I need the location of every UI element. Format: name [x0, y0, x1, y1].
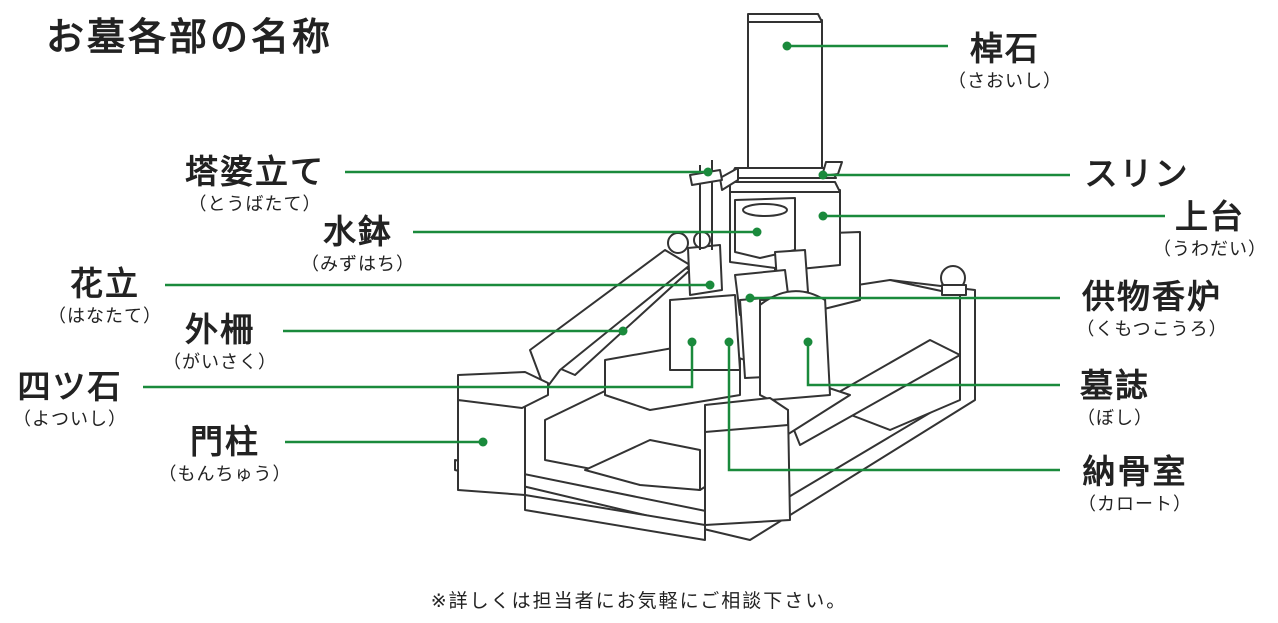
label-yotsuishi-sub: （よついし） — [13, 409, 127, 430]
leader-lines — [143, 44, 1165, 472]
grave-illustration — [454, 13, 976, 541]
monchu-left-top — [457, 371, 549, 409]
monchu-left-front — [457, 399, 526, 496]
label-karoto: 納骨室 （カロート） — [1060, 455, 1210, 514]
label-saoishi-main: 棹石 — [970, 29, 1040, 68]
label-boshi: 墓誌 （ぼし） — [1060, 369, 1170, 428]
label-hanatate: 花立 （はなたて） — [40, 267, 170, 326]
label-surin-main: スリン — [1084, 154, 1190, 193]
hanatate-left — [687, 244, 723, 296]
label-karoto-main: 納骨室 — [1082, 452, 1188, 491]
label-sotosaku-sub: （がいさく） — [163, 352, 277, 373]
label-monchu-sub: （もんちゅう） — [158, 464, 292, 485]
label-yotsuishi: 四ツ石 （よついし） — [0, 370, 140, 429]
leader-yotsuishi — [143, 342, 694, 389]
fence-knob-left — [667, 232, 689, 254]
hanatate-knob — [693, 231, 711, 249]
label-hanatate-sub: （はなたて） — [48, 306, 162, 327]
fence-knob-right-base — [941, 284, 967, 296]
mizubachi-basin — [742, 203, 788, 217]
label-monchu-main: 門柱 — [190, 422, 260, 461]
label-monchu: 門柱 （もんちゅう） — [145, 425, 305, 484]
label-toba: 塔婆立て （とうばたて） — [170, 155, 340, 214]
saoishi-top — [747, 13, 823, 23]
front-kaidan — [524, 494, 706, 541]
label-mizubachi-sub: （みずはち） — [301, 254, 415, 275]
label-saoishi: 棹石 （さおいし） — [945, 32, 1065, 91]
label-kumotsu-sub: （くもつこうろ） — [1076, 319, 1228, 340]
leader-boshi — [806, 342, 1060, 387]
floor-slab — [584, 439, 701, 491]
yotsuishi-left — [669, 294, 741, 371]
label-mizubachi-main: 水鉢 — [323, 212, 393, 251]
leader-karoto — [727, 342, 1060, 472]
label-boshi-sub: （ぼし） — [1077, 408, 1153, 429]
label-toba-main: 塔婆立て — [185, 152, 325, 191]
leader-dots — [478, 41, 828, 447]
label-surin: スリン — [1072, 157, 1202, 190]
surin-left — [719, 167, 739, 191]
label-hanatate-main: 花立 — [70, 264, 140, 303]
label-saoishi-sub: （さおいし） — [948, 71, 1062, 92]
label-yotsuishi-main: 四ツ石 — [17, 367, 123, 406]
label-kumotsu: 供物香炉 （くもつこうろ） — [1062, 280, 1242, 339]
label-boshi-main: 墓誌 — [1080, 366, 1150, 405]
label-mizubachi: 水鉢 （みずはち） — [293, 215, 423, 274]
fence-right-rail — [789, 339, 961, 446]
monchu-right-top — [704, 397, 789, 433]
label-kumotsu-main: 供物香炉 — [1082, 277, 1222, 316]
label-toba-sub: （とうばたて） — [188, 194, 322, 215]
footer-note: ※詳しくは担当者にお気軽にご相談下さい。 — [430, 590, 848, 612]
label-sotosaku: 外柵 （がいさく） — [160, 313, 280, 372]
label-uwadai: 上台 （うわだい） — [1150, 200, 1270, 259]
uwadai-top — [729, 181, 841, 193]
label-uwadai-main: 上台 — [1175, 197, 1245, 236]
label-karoto-sub: （カロート） — [1078, 494, 1192, 515]
page-title: お墓各部の名称 — [46, 15, 334, 59]
label-uwadai-sub: （うわだい） — [1153, 239, 1267, 260]
label-sotosaku-main: 外柵 — [185, 310, 255, 349]
